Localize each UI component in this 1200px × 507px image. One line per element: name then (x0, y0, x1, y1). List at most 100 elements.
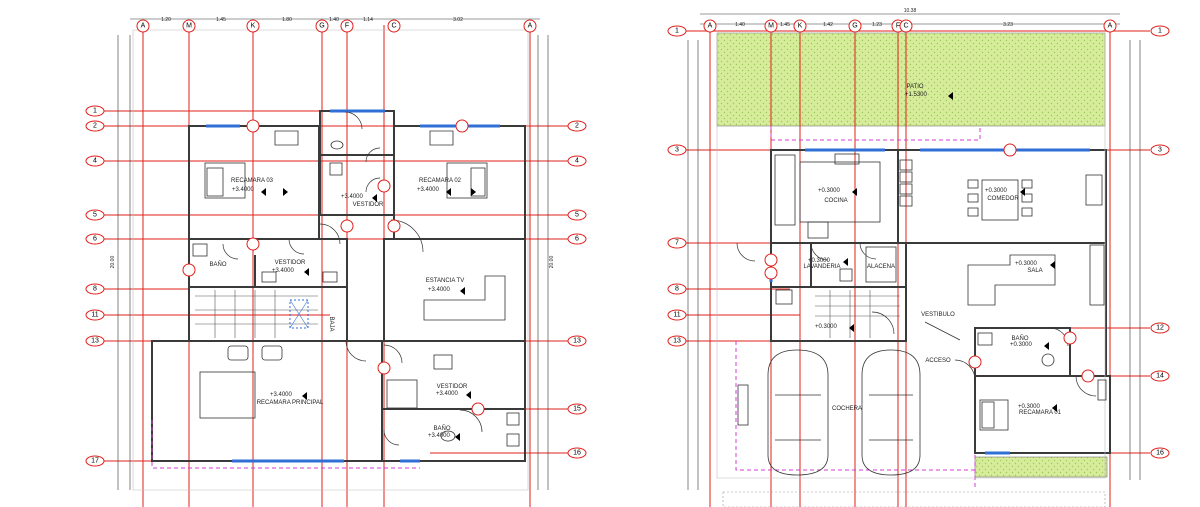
upper-overall-dim-right: 20.00 (549, 256, 555, 269)
ground-door-swings (736, 242, 1097, 397)
ground-dim-3: 1.42 (823, 22, 833, 28)
upper-level-vestidor-1: +3.4000 (341, 194, 364, 200)
ground-level-bano: +0.3000 (1010, 342, 1033, 348)
upper-level-vestidor-2: +3.4000 (272, 268, 295, 274)
ground-overall-top-dim: 10.38 (904, 8, 917, 14)
ground-axis-top-m: M (768, 23, 774, 30)
upper-axis-top-m: M (186, 23, 192, 30)
upper-level-vestidor-3: +3.4000 (436, 391, 459, 397)
ground-level-recamara-01: +0.3000 (1018, 404, 1041, 410)
upper-room-vestidor-2: VESTIDOR (275, 260, 306, 266)
ground-room-recamara-01: RECAMARA 01 (1019, 410, 1062, 416)
ground-axis-left-3: 3 (675, 147, 679, 154)
upper-level-recamara-02: +3.4000 (417, 187, 440, 193)
ground-furniture (774, 153, 1107, 431)
ground-property-outline (716, 32, 1106, 479)
upper-axis-left-5: 5 (93, 212, 97, 219)
ground-level-sala: +0.3000 (1015, 261, 1038, 267)
ground-walls (770, 149, 1111, 454)
ground-axis-left-1: 1 (675, 28, 679, 35)
ground-windows (769, 148, 1090, 455)
ground-room-comedor: COMEDOR (987, 196, 1019, 202)
upper-axis-left-1: 1 (93, 108, 97, 115)
ground-dim-2: 1.45 (780, 22, 790, 28)
upper-axis-left-17: 17 (91, 458, 99, 465)
upper-axis-left-4: 4 (93, 158, 97, 165)
ground-axis-right-16: 16 (1156, 450, 1164, 457)
ground-room-alacena: ALACENA (867, 264, 895, 270)
ground-stairs (815, 290, 900, 338)
upper-overall-dim: 20.00 (110, 256, 116, 269)
upper-left-axis-bubbles (85, 105, 105, 467)
upper-axis-left-11: 11 (91, 312, 98, 319)
ground-axis-top-a2: A (1108, 23, 1113, 30)
ground-level-markers (843, 92, 1057, 412)
ground-left-axis-bubbles (667, 25, 687, 347)
upper-inner-axis-bubbles (182, 119, 485, 416)
upper-dim-3: 1.80 (282, 17, 292, 23)
ground-floor-plan: 10.38 1.40 1.45 1.42 1.23 3.23 (667, 8, 1170, 507)
upper-axis-top-f: F (345, 23, 349, 30)
upper-stair-void (289, 299, 309, 329)
ground-level-comedor: +0.3000 (985, 188, 1008, 194)
upper-dim-4: 1.40 (329, 17, 339, 23)
upper-top-axis-bubbles (136, 19, 537, 33)
upper-axis-top-a: A (141, 23, 146, 30)
ground-axis-left-11: 11 (673, 312, 680, 319)
rear-garden (974, 456, 1108, 478)
upper-room-bano-2: BAÑO (209, 261, 226, 268)
upper-axis-top-a2: A (528, 23, 533, 30)
upper-level-recamara-principal: +3.4000 (270, 392, 293, 398)
upper-axis-left-6: 6 (93, 236, 97, 243)
ground-dim-4: 1.23 (872, 22, 882, 28)
ground-dim-1: 1.40 (735, 22, 745, 28)
ground-room-vestibulo: VESTIBULO (921, 312, 955, 318)
upper-axis-right-16: 16 (573, 450, 581, 457)
ground-level-stair: +0.3000 (815, 324, 838, 330)
ground-axis-top-g: G (852, 23, 857, 30)
ground-axis-right-12: 12 (1156, 325, 1164, 332)
ground-top-axis-bubbles (703, 19, 1117, 33)
upper-room-estancia-tv: ESTANCIA TV (426, 278, 464, 284)
ground-room-cocina: COCINA (824, 198, 847, 204)
upper-dashed-outline (151, 420, 420, 469)
upper-furniture (192, 130, 520, 447)
upper-dim-6: 3.02 (453, 17, 463, 23)
upper-level-markers (261, 188, 476, 441)
ground-axis-top-f: F (896, 23, 900, 30)
upper-right-axis-bubbles (567, 120, 587, 459)
upper-axis-right-4: 4 (575, 158, 579, 165)
ground-axis-left-7: 7 (675, 240, 679, 247)
ground-right-axis-bubbles (1150, 25, 1170, 459)
ground-axis-right-1: 1 (1158, 28, 1162, 35)
upper-room-recamara-02: RECAMARA 02 (419, 178, 462, 184)
upper-axis-left-2: 2 (93, 123, 97, 130)
upper-vertical-axes (142, 25, 531, 507)
upper-property-outline (132, 29, 529, 491)
upper-room-vestidor-3: VESTIDOR (437, 384, 468, 390)
ground-room-sala: SALA (1027, 268, 1042, 274)
upper-level-bano-1: +3.4000 (428, 433, 451, 439)
upper-walls (151, 110, 526, 462)
upper-axis-right-13: 13 (573, 338, 581, 345)
upper-dimension-lines (117, 18, 549, 490)
upper-door-swings (222, 111, 483, 446)
ground-level-lavanderia: +0.3000 (808, 258, 831, 264)
ground-axis-right-14: 14 (1156, 373, 1164, 380)
ground-axis-top-a: A (708, 23, 713, 30)
upper-floor-plan: 1.20 1.45 1.80 1.40 1.14 3.02 20.00 20.0… (85, 17, 587, 507)
ground-room-patio: PATIO (906, 84, 923, 90)
upper-dim-2: 1.45 (216, 17, 226, 23)
upper-axis-top-k: K (251, 23, 256, 30)
upper-room-vestidor-1: VESTIDOR (353, 202, 384, 208)
upper-axis-left-8: 8 (93, 286, 97, 293)
ground-level-patio: +1.5300 (905, 92, 928, 98)
ground-room-bano: BAÑO (1011, 335, 1028, 342)
upper-room-bano-1: BAÑO (433, 425, 450, 432)
upper-axis-top-c: C (391, 23, 396, 30)
upper-level-estancia-tv: +3.4000 (428, 287, 451, 293)
upper-stairs (195, 290, 318, 338)
upper-axis-right-15: 15 (573, 406, 581, 413)
ground-axis-top-c: C (903, 23, 908, 30)
